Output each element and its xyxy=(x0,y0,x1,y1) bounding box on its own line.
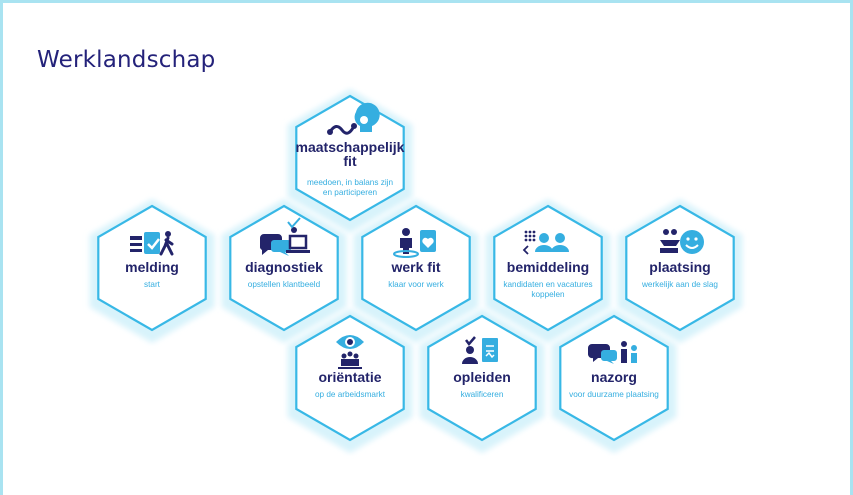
person-heart-icon xyxy=(393,228,436,258)
tile-diagnostiek[interactable]: diagnostiek opstellen klantbeeld xyxy=(221,199,347,343)
page-title: Werklandschap xyxy=(37,47,216,73)
hex-border xyxy=(229,204,339,332)
hex-border xyxy=(97,204,207,332)
handshake-smile-icon xyxy=(660,229,704,254)
tile-subtitle: koppelen xyxy=(531,290,565,299)
people-match-icon xyxy=(522,230,569,255)
tile-label: fit xyxy=(343,153,357,169)
tile-werk-fit[interactable]: werk fit klaar voor werk xyxy=(353,199,479,343)
tile-bemiddeling[interactable]: bemiddeling kandidaten en vacatureskoppel… xyxy=(485,199,611,343)
hex-border xyxy=(427,314,537,442)
hex-border xyxy=(625,204,735,332)
tile-label: melding xyxy=(125,259,179,275)
brain-path-icon xyxy=(327,102,380,135)
hex-border xyxy=(295,94,405,222)
tile-plaatsing[interactable]: plaatsing werkelijk aan de slag xyxy=(617,199,743,343)
hex-border xyxy=(493,204,603,332)
tile-subtitle: kwalificeren xyxy=(461,390,504,399)
tile-label: diagnostiek xyxy=(245,259,323,275)
tile-nazorg[interactable]: nazorg voor duurzame plaatsing xyxy=(551,309,677,453)
tile-subtitle: kandidaten en vacatures xyxy=(503,280,592,289)
tile-melding[interactable]: melding start xyxy=(89,199,215,343)
clipboard-walker-icon xyxy=(130,231,174,256)
tile-subtitle: en participeren xyxy=(323,188,378,197)
chat-people-icon xyxy=(587,341,637,364)
eye-people-icon xyxy=(336,335,364,369)
tile-subtitle: klaar voor werk xyxy=(388,280,444,289)
tile-subtitle: meedoen, in balans zijn xyxy=(307,178,393,187)
chat-laptop-icon xyxy=(259,217,310,256)
tile-label: werk fit xyxy=(390,259,440,275)
tile-label: nazorg xyxy=(591,369,637,385)
tile-label: maatschappelijk xyxy=(296,139,405,155)
tile-subtitle: werkelijk aan de slag xyxy=(641,280,718,289)
tile-opleiden[interactable]: opleiden kwalificeren xyxy=(419,309,545,453)
hex-border xyxy=(361,204,471,332)
tile-subtitle: op de arbeidsmarkt xyxy=(315,390,386,399)
tile-label: plaatsing xyxy=(649,259,710,275)
tile-label: bemiddeling xyxy=(507,259,589,275)
student-document-icon xyxy=(462,336,498,364)
tile-subtitle: start xyxy=(144,280,161,289)
hex-border xyxy=(295,314,405,442)
tile-subtitle: voor duurzame plaatsing xyxy=(569,390,659,399)
tile-subtitle: opstellen klantbeeld xyxy=(248,280,321,289)
tile-label: opleiden xyxy=(453,369,511,385)
tile-orientatie[interactable]: oriëntatie op de arbeidsmarkt xyxy=(287,309,413,453)
hex-border xyxy=(559,314,669,442)
tile-label: oriëntatie xyxy=(318,369,381,385)
